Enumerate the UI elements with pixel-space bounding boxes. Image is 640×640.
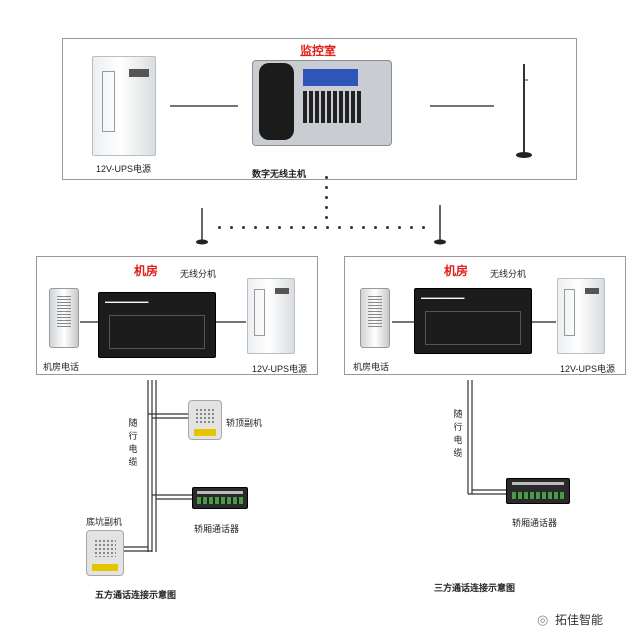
left-machine-room-phone [49,288,79,348]
yellow-plate-icon [193,429,217,436]
machine-room-left-title: 机房 [134,264,159,278]
terminal-pins-icon [197,497,243,504]
left-car-intercom-label: 轿厢通话器 [194,524,240,534]
terminal-header-icon [511,482,565,485]
right-car-intercom-label: 轿厢通话器 [512,518,558,528]
yellow-plate-icon [92,563,118,572]
right-cable-label: 随行电缆 [453,409,463,458]
right-unit-label: 无线分机 [490,269,527,279]
ups-label-strip-icon [564,289,575,336]
keypad-icon [302,91,364,124]
pit-sub-unit [86,530,124,576]
left-ups-power-box [247,278,295,354]
host-label: 数字无线主机 [252,169,307,179]
terminal-header-icon [197,491,243,494]
control-room-title: 监控室 [300,44,337,58]
phone-speaker-icon [368,294,382,327]
unit-panel-icon [109,315,205,349]
control-ups-label: 12V-UPS电源 [96,164,152,174]
left-cable-label: 随行电缆 [128,418,138,467]
left-wireless-extension-unit: ━━━━━━━━━ [98,292,216,358]
handset-icon [258,62,295,140]
ups-tag-icon [274,287,290,294]
unit-brand-icon: ━━━━━━━━━ [421,294,465,303]
left-unit-label: 无线分机 [180,269,217,279]
wireless-host-device [252,60,392,146]
right-phone-label: 机房电话 [353,362,390,372]
phone-speaker-icon [57,294,71,327]
right-machine-room-phone [360,288,390,348]
ups-tag-icon [584,287,600,294]
right-ups-power-box [557,278,605,354]
left-antenna-icon [196,208,208,245]
right-ups-label: 12V-UPS电源 [560,364,616,374]
right-wireless-extension-unit: ━━━━━━━━━ [414,288,532,354]
watermark-text: 拓佳智能 [555,613,604,627]
three-way-caption: 三方通话连接示意图 [434,583,516,593]
left-phone-label: 机房电话 [43,362,80,372]
wechat-icon: ◎ [537,612,549,627]
left-car-intercom [192,487,248,509]
car-top-sub-unit [188,400,222,440]
speaker-grill-icon [195,407,215,424]
pit-sub-unit-label: 底坑副机 [86,517,123,527]
speaker-grill-icon [94,538,116,558]
machine-room-right-title: 机房 [444,264,469,278]
five-way-caption: 五方通话连接示意图 [95,590,177,600]
terminal-pins-icon [511,492,565,499]
right-antenna-icon [434,205,446,245]
left-ups-label: 12V-UPS电源 [252,364,308,374]
unit-panel-icon [425,311,521,345]
ups-power-box [92,56,156,156]
antenna-icon [516,64,532,158]
ups-label-strip-icon [254,289,265,336]
car-top-label: 轿顶副机 [226,418,263,428]
ups-tag-icon [128,68,149,77]
ups-label-strip-icon [101,70,115,132]
host-screen-icon [302,69,358,87]
right-car-intercom [506,478,570,504]
unit-brand-icon: ━━━━━━━━━ [105,298,149,307]
